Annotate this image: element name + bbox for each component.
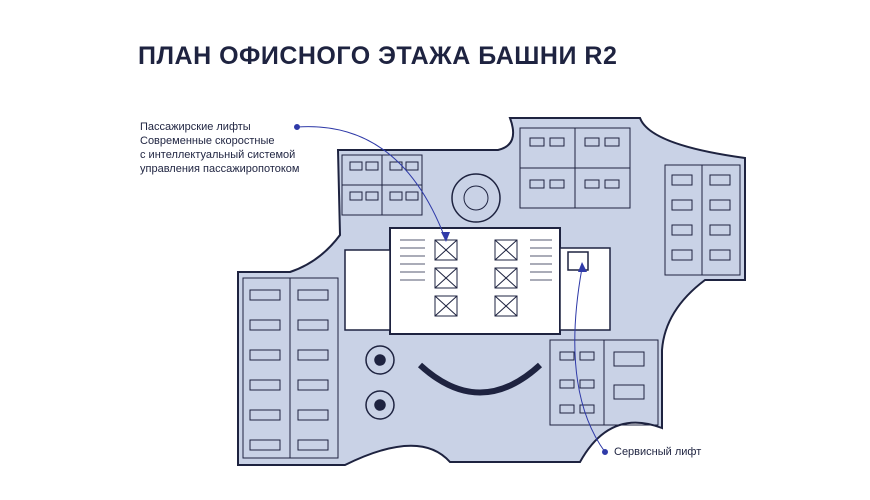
staircases bbox=[400, 239, 552, 281]
office-zone-upper-right bbox=[519, 127, 631, 209]
passenger-lift-shafts bbox=[434, 239, 518, 317]
office-zone-lower-right bbox=[549, 339, 659, 426]
callout-leaders bbox=[294, 124, 608, 455]
building-core bbox=[344, 227, 611, 335]
office-zone-left bbox=[242, 277, 339, 459]
reception-round bbox=[451, 173, 501, 223]
page-title: ПЛАН ОФИСНОГО ЭТАЖА БАШНИ R2 bbox=[138, 42, 618, 70]
passenger-lifts-callout: Пассажирские лифты Современные скоростны… bbox=[140, 121, 300, 175]
office-zone-right bbox=[664, 164, 741, 276]
service-lift-callout: Сервисный лифт bbox=[614, 446, 702, 458]
service-lift bbox=[567, 251, 589, 271]
lounge-curve bbox=[417, 362, 543, 396]
meeting-tables-round bbox=[365, 345, 395, 420]
office-zone-upper-left bbox=[341, 154, 423, 216]
